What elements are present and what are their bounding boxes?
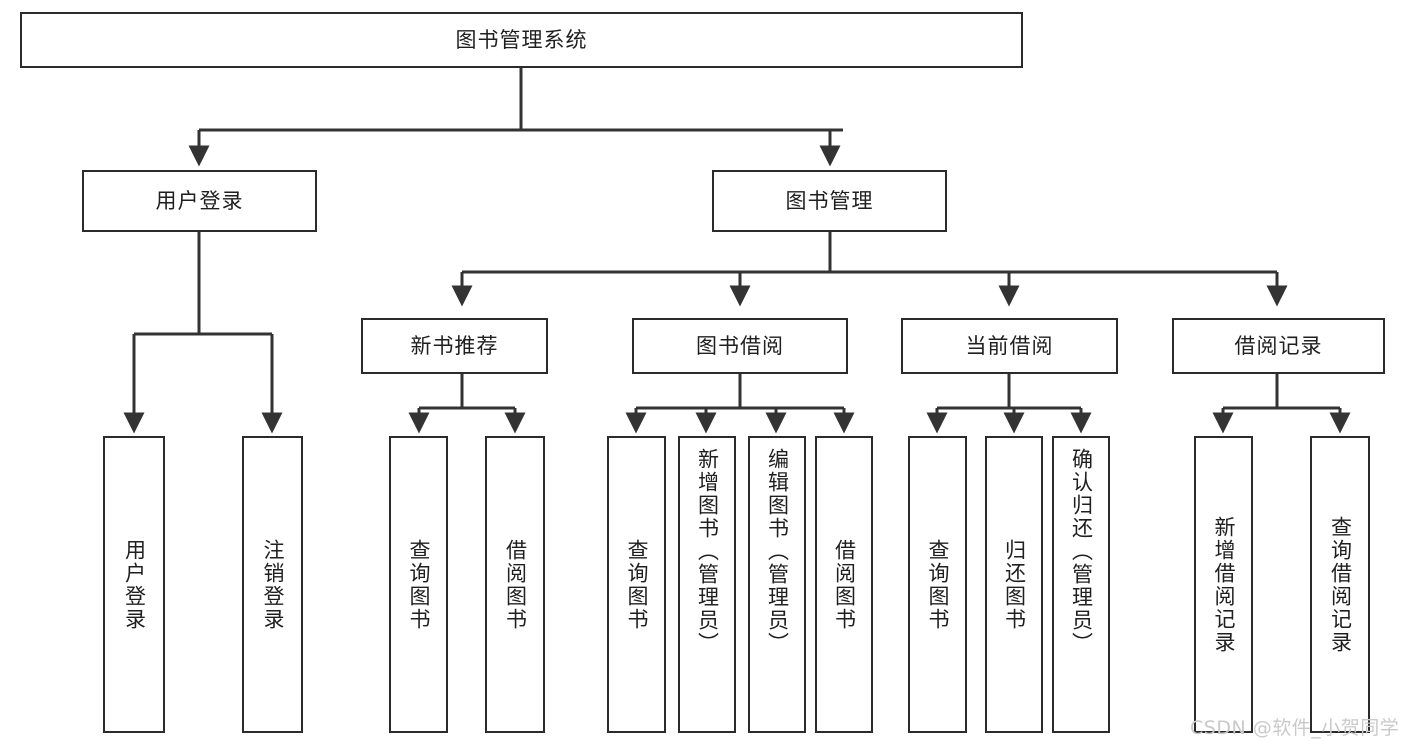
leaf-add-book-admin[interactable]: 新增图书（管理员） — [678, 436, 736, 733]
node-label: 图书管理系统 — [455, 27, 588, 52]
node-root-system[interactable]: 图书管理系统 — [20, 12, 1023, 68]
node-label: 注销登录 — [261, 538, 285, 631]
node-label: 新增借阅记录 — [1212, 515, 1236, 654]
node-new-book-recommend[interactable]: 新书推荐 — [361, 318, 548, 374]
leaf-add-borrow-record[interactable]: 新增借阅记录 — [1194, 436, 1253, 733]
leaf-query-book-recommend[interactable]: 查询图书 — [389, 436, 448, 733]
node-label: 确认归还（管理员） — [1069, 448, 1094, 655]
leaf-return-book[interactable]: 归还图书 — [985, 436, 1043, 733]
node-label: 用户登录 — [155, 188, 244, 213]
node-label: 借阅图书 — [503, 538, 528, 631]
node-label: 查询图书 — [625, 538, 649, 631]
leaf-logout-login[interactable]: 注销登录 — [242, 436, 303, 733]
leaf-borrow-book-recommend[interactable]: 借阅图书 — [485, 436, 545, 733]
node-book-borrow[interactable]: 图书借阅 — [632, 318, 848, 374]
node-label: 查询图书 — [407, 538, 431, 631]
node-label: 编辑图书（管理员） — [765, 448, 790, 655]
node-label: 借阅图书 — [832, 538, 857, 631]
watermark-text: CSDN @软件_小贺同学 — [1190, 717, 1400, 739]
leaf-edit-book-admin[interactable]: 编辑图书（管理员） — [748, 436, 806, 733]
node-user-login[interactable]: 用户登录 — [82, 170, 317, 232]
node-label: 查询图书 — [926, 538, 950, 631]
node-book-manage[interactable]: 图书管理 — [712, 170, 947, 232]
leaf-borrow-book-borrow[interactable]: 借阅图书 — [815, 436, 873, 733]
node-label: 用户登录 — [122, 538, 147, 631]
node-label: 查询借阅记录 — [1328, 515, 1353, 654]
node-label: 归还图书 — [1002, 538, 1027, 631]
node-label: 图书管理 — [785, 188, 874, 213]
node-label: 当前借阅 — [965, 333, 1054, 358]
node-borrow-record[interactable]: 借阅记录 — [1172, 318, 1385, 374]
node-label: 图书借阅 — [696, 333, 784, 358]
leaf-query-book-current[interactable]: 查询图书 — [908, 436, 967, 733]
node-current-borrow[interactable]: 当前借阅 — [901, 318, 1118, 374]
leaf-confirm-return-admin[interactable]: 确认归还（管理员） — [1052, 436, 1110, 733]
node-label: 新增图书（管理员） — [695, 448, 720, 655]
node-label: 借阅记录 — [1234, 333, 1323, 358]
node-label: 新书推荐 — [410, 333, 499, 358]
leaf-query-borrow-record[interactable]: 查询借阅记录 — [1310, 436, 1370, 733]
leaf-user-login[interactable]: 用户登录 — [103, 436, 165, 733]
leaf-query-book-borrow[interactable]: 查询图书 — [607, 436, 666, 733]
